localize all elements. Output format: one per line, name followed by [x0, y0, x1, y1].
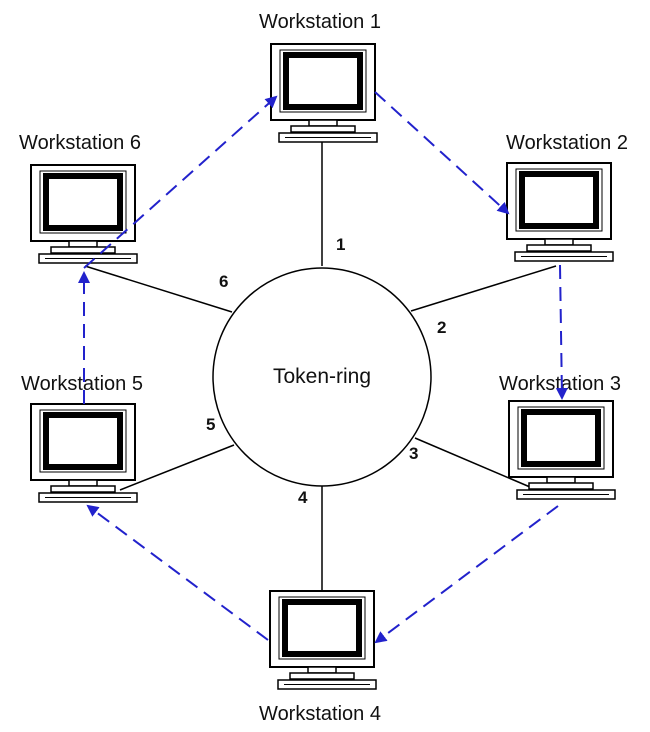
connection-5: [119, 444, 235, 491]
ring-label: Token-ring: [273, 365, 371, 388]
link-label-2: 2: [437, 318, 446, 337]
connection-3: [414, 437, 531, 488]
workstation-6: Workstation 6: [19, 132, 141, 263]
connection-2: [410, 265, 557, 312]
link-label-1: 1: [336, 235, 345, 254]
workstation-5: Workstation 5: [21, 373, 143, 502]
token-arrow-1-to-2: [374, 91, 510, 215]
desktop-computer-icon: [270, 591, 376, 689]
workstation-1: Workstation 1: [259, 11, 381, 142]
link-label-4: 4: [298, 488, 308, 507]
workstation-label: Workstation 3: [499, 373, 621, 395]
token-arrow-2-to-3: [555, 264, 568, 400]
workstation-2: Workstation 2: [506, 132, 628, 261]
connection-6: [84, 265, 233, 313]
desktop-computer-icon: [31, 165, 137, 263]
desktop-computer-icon: [507, 163, 613, 261]
workstation-label: Workstation 5: [21, 373, 143, 395]
token-ring-circle: [212, 267, 432, 487]
workstation-label: Workstation 1: [259, 11, 381, 33]
desktop-computer-icon: [271, 44, 377, 142]
workstation-3: Workstation 3: [499, 373, 621, 499]
ring-connections: [84, 140, 557, 590]
link-label-3: 3: [409, 444, 418, 463]
workstation-label: Workstation 6: [19, 132, 141, 154]
link-label-5: 5: [206, 415, 215, 434]
token-path: [78, 91, 568, 644]
token-arrow-4-to-5: [86, 504, 269, 641]
link-label-6: 6: [219, 272, 228, 291]
workstation-label: Workstation 4: [259, 703, 381, 725]
token-arrow-3-to-4: [374, 505, 559, 644]
workstation-4: Workstation 4: [259, 591, 381, 725]
desktop-computer-icon: [31, 404, 137, 502]
workstation-label: Workstation 2: [506, 132, 628, 154]
